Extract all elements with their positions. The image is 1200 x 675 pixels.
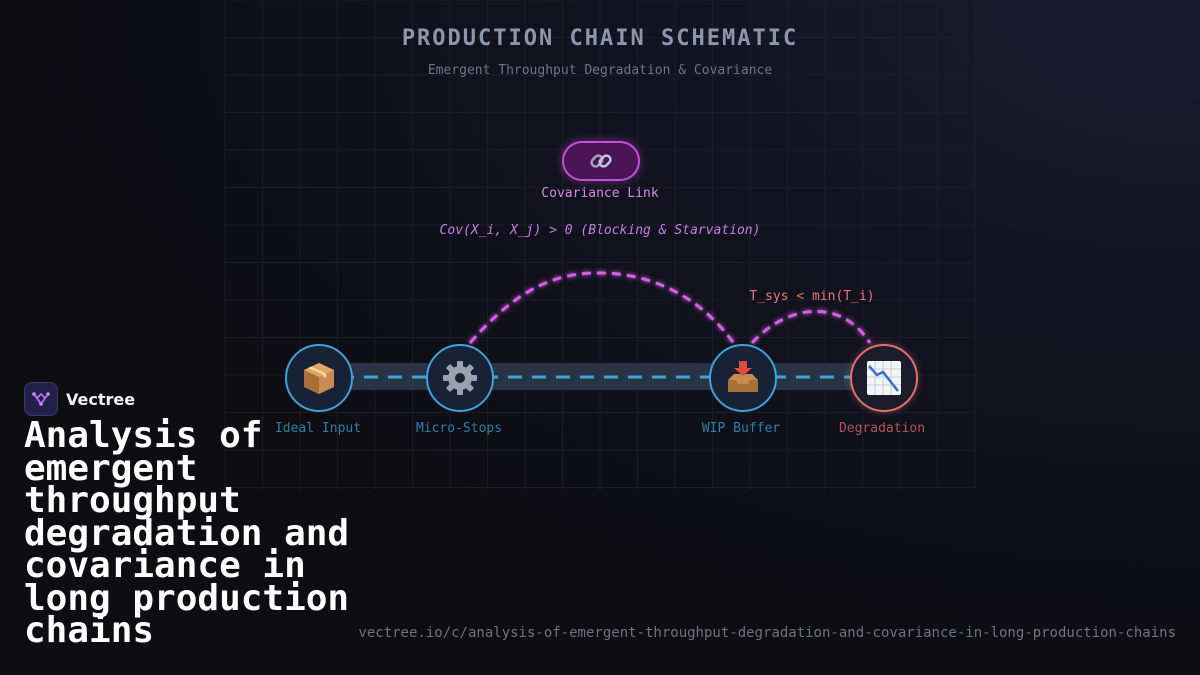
throughput-inequality: T_sys < min(T_i) xyxy=(749,289,875,304)
node-label-micro-stops: Micro-Stops xyxy=(415,421,503,436)
package-icon xyxy=(304,363,334,394)
node-ideal-input[interactable] xyxy=(285,344,353,412)
node-wip-buffer[interactable] xyxy=(709,344,777,412)
article-headline: Analysis of emergent throughput degradat… xyxy=(24,415,350,651)
article-url[interactable]: vectree.io/c/analysis-of-emergent-throug… xyxy=(358,625,1176,641)
link-icon xyxy=(590,154,612,168)
node-label-wip-buffer: WIP Buffer xyxy=(701,421,781,436)
chart-decreasing-icon xyxy=(867,361,901,395)
node-label-ideal-input: Ideal Input xyxy=(274,421,362,436)
degradation-arc xyxy=(750,309,872,344)
node-micro-stops[interactable] xyxy=(426,344,494,412)
node-label-degradation: Degradation xyxy=(838,421,926,436)
brand: Vectree xyxy=(24,382,135,416)
covariance-formula: Cov(X_i, X_j) > 0 (Blocking & Starvation… xyxy=(439,223,761,238)
node-degradation[interactable] xyxy=(850,344,918,412)
vectree-logo-icon xyxy=(24,382,58,416)
page-subtitle: Emergent Throughput Degradation & Covari… xyxy=(427,63,773,78)
brand-name: Vectree xyxy=(66,389,136,409)
gear-icon xyxy=(443,361,477,395)
covariance-arc xyxy=(468,271,737,346)
covariance-link-label: Covariance Link xyxy=(541,186,659,201)
covariance-link-node[interactable] xyxy=(562,141,640,181)
inbox-tray-icon xyxy=(728,361,758,392)
page-title: PRODUCTION CHAIN SCHEMATIC xyxy=(401,26,799,51)
